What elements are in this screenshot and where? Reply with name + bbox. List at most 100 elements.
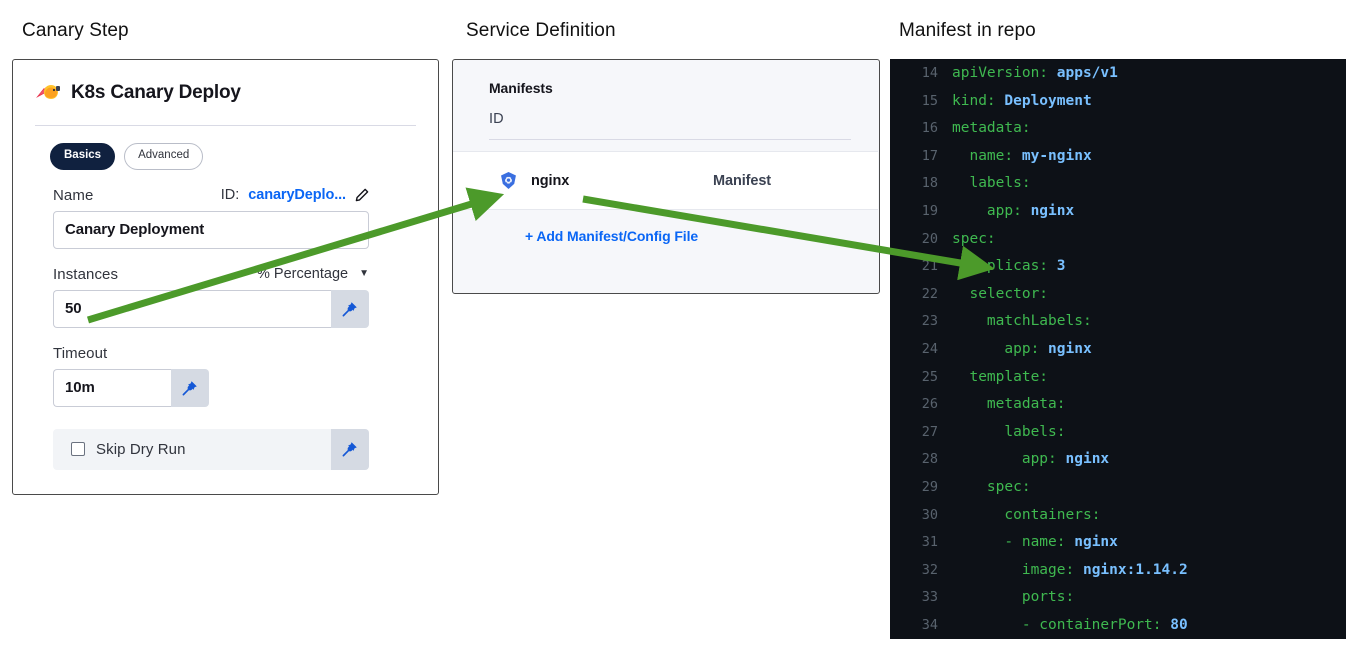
code-line: 20 spec:: [890, 231, 1346, 259]
skip-dry-run-row: Skip Dry Run: [53, 428, 369, 470]
code-line: 23 matchLabels:: [890, 313, 1346, 341]
yaml-key: app:: [1021, 451, 1057, 468]
line-number: 24: [921, 340, 938, 357]
instances-pin-button[interactable]: [331, 289, 369, 328]
line-number: 28: [921, 451, 938, 468]
skip-dry-run-pin-button[interactable]: [331, 428, 369, 470]
instances-unit-select[interactable]: % Percentage ▼: [257, 266, 369, 282]
line-number: 20: [921, 230, 938, 247]
yaml-key: matchLabels:: [986, 313, 1092, 330]
code-text: name: my-nginx: [952, 147, 1092, 164]
tab-basics[interactable]: Basics: [50, 143, 116, 170]
id-prefix: ID:: [220, 187, 240, 203]
code-line: 29 spec:: [890, 479, 1346, 507]
id-value[interactable]: canaryDeplo...: [248, 187, 346, 203]
code-text: - name: nginx: [952, 534, 1118, 550]
code-text: spec:: [952, 231, 996, 247]
yaml-value: my-nginx: [1021, 147, 1092, 164]
caption-manifest-in-repo: Manifest in repo: [899, 20, 1036, 41]
pushpin-icon: [342, 442, 357, 457]
instances-input[interactable]: 50: [53, 289, 331, 328]
instances-label: Instances: [53, 265, 119, 283]
yaml-key: apiVersion:: [952, 65, 1049, 81]
yaml-key: template:: [969, 368, 1049, 385]
skip-dry-run-label: Skip Dry Run: [96, 440, 186, 458]
yaml-value: nginx:1.14.2: [1082, 561, 1188, 578]
yaml-key: spec:: [986, 478, 1031, 495]
line-number: 17: [921, 147, 938, 164]
name-field-header: Name ID: canaryDeplo...: [53, 187, 369, 204]
yaml-key: labels:: [1004, 423, 1066, 440]
yaml-value: nginx: [1030, 202, 1075, 219]
caption-service-definition: Service Definition: [466, 20, 616, 41]
name-input-value: Canary Deployment: [65, 221, 205, 238]
timeout-input-value: 10m: [65, 379, 95, 396]
card-divider: [35, 125, 416, 126]
timeout-field-header: Timeout: [53, 345, 369, 362]
code-text: - containerPort: 80: [952, 617, 1188, 633]
yaml-key: image:: [1021, 561, 1075, 578]
pencil-icon[interactable]: [355, 188, 369, 202]
line-number: 26: [921, 396, 938, 413]
code-line: 32 image: nginx:1.14.2: [890, 562, 1346, 590]
code-text: app: nginx: [952, 341, 1091, 357]
add-manifest-link[interactable]: + Add Manifest/Config File: [525, 228, 699, 244]
name-label: Name: [53, 186, 94, 204]
timeout-pin-button[interactable]: [171, 368, 209, 407]
yaml-key: - name:: [1004, 534, 1066, 551]
tab-advanced[interactable]: Advanced: [124, 143, 204, 170]
line-number: 29: [921, 478, 938, 495]
instances-field-header: Instances % Percentage ▼: [53, 266, 369, 283]
manifests-section: Manifests ID MANIFEST TYPE nginx Man: [453, 60, 1236, 244]
code-line: 31 - name: nginx: [890, 534, 1346, 562]
yaml-key: spec:: [952, 230, 996, 247]
yaml-key: replicas:: [969, 258, 1049, 275]
code-line: 26 metadata:: [890, 396, 1346, 424]
line-number: 30: [921, 506, 938, 523]
yaml-key: name:: [969, 147, 1014, 164]
yaml-value: 80: [1170, 616, 1188, 633]
pushpin-icon: [342, 301, 357, 316]
card-title: K8s Canary Deploy: [71, 82, 241, 103]
line-number: 15: [921, 92, 938, 109]
caption-canary-step: Canary Step: [22, 20, 129, 41]
code-text: containers:: [952, 507, 1100, 523]
code-line: 22 selector:: [890, 286, 1346, 314]
yaml-value: nginx: [1074, 534, 1118, 551]
line-number: 25: [921, 368, 938, 385]
chevron-down-icon[interactable]: ▼: [359, 268, 369, 279]
code-line: 33 ports:: [890, 589, 1346, 617]
step-id-group[interactable]: ID: canaryDeplo...: [221, 187, 369, 203]
line-number: 21: [921, 258, 938, 275]
line-number: 32: [921, 561, 938, 578]
code-line: 21 replicas: 3: [890, 258, 1346, 286]
line-number: 14: [921, 65, 938, 81]
instances-input-value: 50: [65, 300, 82, 317]
timeout-input[interactable]: 10m: [53, 368, 171, 407]
code-text: ports:: [952, 589, 1074, 605]
skip-dry-run-checkbox[interactable]: [71, 442, 85, 456]
canary-bird-icon: [36, 85, 60, 99]
yaml-value: 3: [1056, 258, 1066, 275]
yaml-key: containers:: [1004, 506, 1101, 523]
code-line: 19 app: nginx: [890, 203, 1346, 231]
header-divider: [489, 139, 851, 140]
kubernetes-icon: [501, 171, 516, 190]
code-text: template:: [952, 369, 1048, 385]
column-header-id: ID: [489, 111, 504, 127]
table-row[interactable]: nginx Manifest: [453, 151, 878, 210]
spacer: [489, 140, 879, 151]
line-number: 22: [921, 285, 938, 302]
code-text: app: nginx: [952, 451, 1109, 467]
code-text: metadata:: [952, 120, 1031, 136]
yaml-key: ports:: [1021, 589, 1075, 606]
line-number: 27: [921, 423, 938, 440]
line-number: 23: [921, 313, 938, 330]
code-text: app: nginx: [952, 203, 1074, 219]
code-line: 27 labels:: [890, 424, 1346, 452]
name-input[interactable]: Canary Deployment: [53, 210, 369, 249]
fields-container: Name ID: canaryDeplo... Canary Deploymen…: [13, 187, 438, 470]
manifest-id-value: nginx: [531, 172, 570, 189]
